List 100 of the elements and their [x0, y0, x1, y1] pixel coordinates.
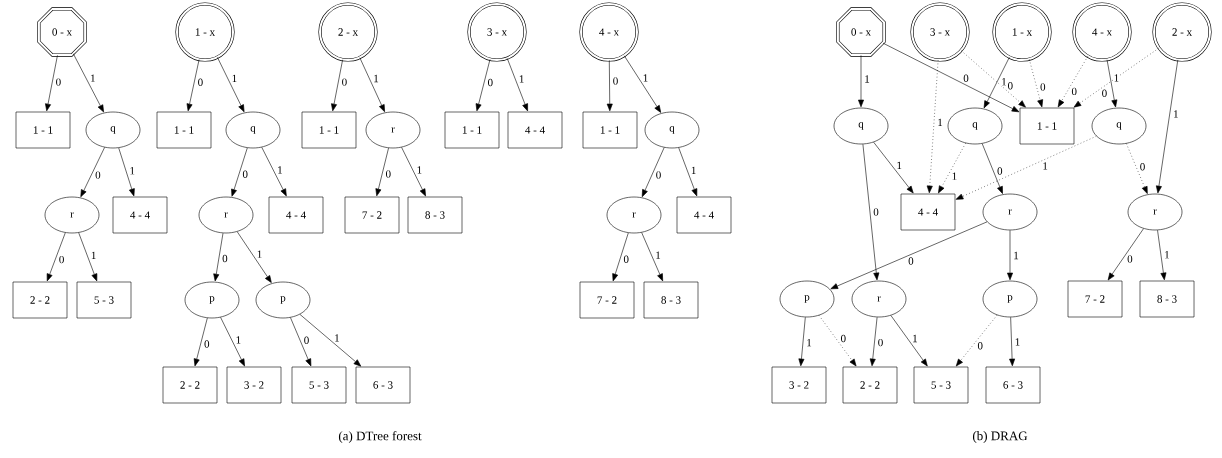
subfigure-caption: (b) DRAG	[972, 431, 1028, 443]
edge-label: 0	[94, 170, 102, 180]
edge-label: 0	[1006, 81, 1014, 91]
arrow	[401, 147, 426, 197]
arrow	[955, 314, 998, 367]
leaf-box: 5 - 3	[913, 366, 969, 404]
leaf-box: 4 - 4	[676, 196, 732, 234]
edge-label: 0	[486, 78, 494, 87]
edge-label: 1	[1014, 337, 1021, 347]
arrow	[236, 231, 272, 283]
arrow	[1157, 229, 1167, 281]
arrow	[882, 42, 1020, 113]
arrow	[1009, 317, 1016, 367]
arrow	[220, 317, 245, 367]
edge-label: 0	[1070, 87, 1078, 96]
edge-label: 0	[1126, 254, 1134, 264]
arrow	[862, 143, 880, 281]
edge-label: 1	[1000, 77, 1008, 86]
ellipse-node: r	[44, 196, 100, 234]
edge-label: 0	[872, 207, 880, 217]
edge-label: 0	[996, 166, 1004, 176]
leaf-box: 1 - 1	[156, 111, 212, 149]
arrow	[118, 147, 135, 197]
arrow	[331, 59, 343, 112]
leaf-box: 1 - 1	[444, 111, 500, 149]
ellipse-node: r	[606, 196, 662, 234]
arrow	[961, 50, 1026, 108]
leaf-box: 2 - 2	[162, 366, 218, 404]
edge-label: 1	[256, 249, 263, 259]
edge-label: 1	[911, 334, 919, 343]
arrow	[213, 232, 224, 282]
ellipse-node: q	[833, 107, 889, 145]
arrow	[926, 59, 939, 194]
arrow	[678, 147, 698, 197]
arrow	[1073, 47, 1160, 108]
leaf-box: 5 - 3	[76, 281, 132, 319]
leaf-box: 6 - 3	[985, 366, 1041, 404]
arrow	[299, 314, 362, 367]
leaf-box: 3 - 2	[771, 366, 827, 404]
edge-label: 1	[654, 250, 662, 260]
edge-label: 0	[197, 78, 204, 87]
edge-label: 1	[333, 333, 341, 343]
leaf-box: 1 - 1	[15, 111, 71, 149]
arrow	[1106, 59, 1118, 108]
arrow	[830, 221, 988, 290]
leaf-box: 4 - 4	[268, 196, 324, 234]
edge-label: 0	[55, 77, 62, 87]
arrow	[858, 55, 864, 108]
edge-label: 1	[276, 165, 284, 175]
arrow	[186, 59, 200, 112]
subfigure-caption: (a) DTree forest	[338, 431, 422, 443]
ellipse-node: q	[644, 111, 700, 149]
ellipse-node: r	[365, 111, 421, 149]
edge-label: 0	[1101, 89, 1108, 98]
edge-label: 1	[805, 338, 813, 347]
leaf-box: 3 - 2	[226, 366, 282, 404]
edge-label: 1	[1041, 161, 1049, 171]
edge-label: 1	[1172, 109, 1180, 119]
arrow	[798, 316, 806, 367]
edge-label: 0	[221, 254, 229, 263]
edge-label: 1	[372, 74, 380, 83]
arrow	[1057, 56, 1089, 108]
arrow	[641, 147, 665, 197]
arrow	[359, 57, 385, 113]
edge-label: 1	[89, 73, 97, 83]
ellipse-node: q	[225, 111, 281, 149]
edge-label: 0	[962, 74, 970, 83]
arrow	[80, 147, 105, 198]
arrow	[261, 147, 287, 197]
arrow	[1029, 59, 1043, 108]
arrow	[290, 317, 312, 367]
arrow	[818, 315, 857, 367]
edge-label: 1	[1012, 251, 1020, 260]
edge-label: 1	[951, 171, 958, 181]
arrow	[890, 315, 928, 367]
arrow	[45, 55, 58, 112]
ellipse-node: r	[982, 193, 1038, 231]
ellipse-node: q	[1091, 107, 1147, 145]
edge-label: 1	[642, 73, 649, 83]
arrow	[1007, 230, 1013, 281]
edge-label: 0	[1139, 162, 1146, 171]
edge-label: 0	[907, 256, 915, 266]
leaf-box: 2 - 2	[12, 281, 68, 319]
ellipse-node: r	[1127, 193, 1183, 231]
arrow	[983, 57, 1010, 109]
edge-label: 0	[384, 169, 392, 179]
edge-label: 1	[1163, 250, 1171, 259]
arrow	[193, 317, 208, 367]
leaf-box: 7 - 2	[344, 196, 400, 234]
arrow	[46, 232, 66, 282]
ellipse-node: q	[947, 107, 1003, 145]
edge-label: 0	[877, 338, 884, 347]
edge-label: 0	[58, 255, 65, 264]
leaf-box: 1 - 1	[582, 111, 638, 149]
arrow	[606, 60, 613, 112]
edge-label: 0	[1039, 82, 1047, 92]
ellipse-node: p	[779, 280, 835, 318]
leaf-box: 8 - 3	[643, 281, 699, 319]
leaf-box: 7 - 2	[579, 281, 635, 319]
edge-label: 1	[518, 74, 525, 84]
